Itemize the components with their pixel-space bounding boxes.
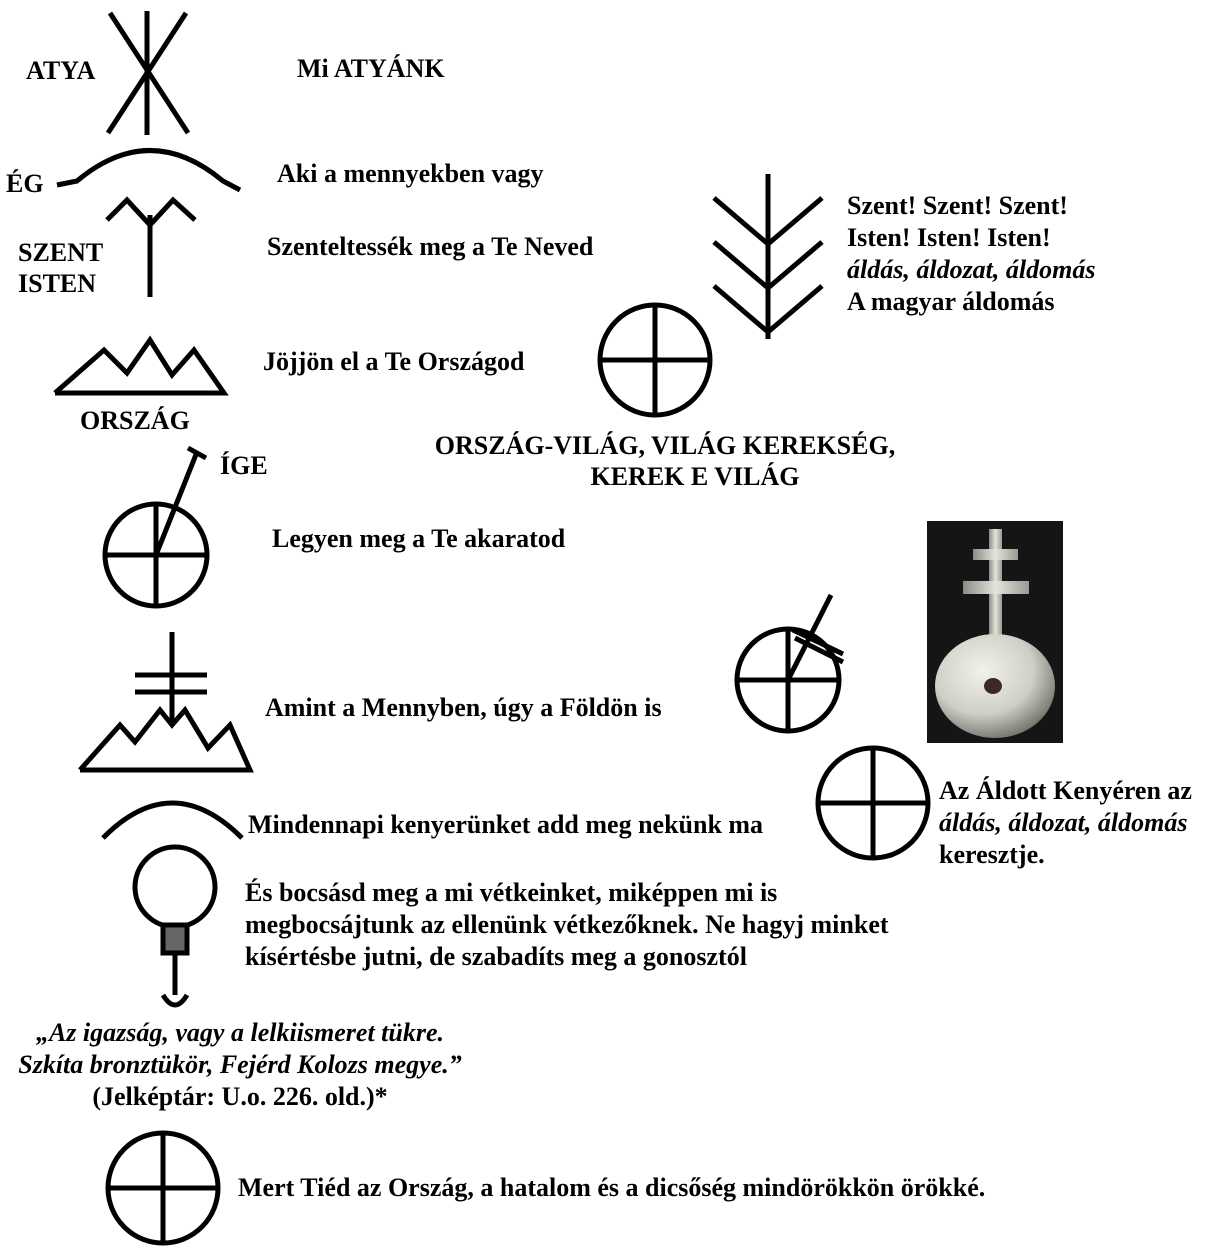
eg-arc-icon (55, 145, 245, 195)
prayer-line-8b: megbocsájtunk az ellenünk vétkezőknek. N… (245, 909, 889, 941)
prayer-line-4: Jöjjön el a Te Országod (263, 346, 524, 378)
atya-rune-icon (100, 8, 200, 138)
prayer-line-8c: kísértésbe jutni, de szabadíts meg a gon… (245, 941, 747, 973)
aldott-line-2: áldás, áldozat, áldomás (939, 807, 1187, 839)
bread-cross-icon (815, 745, 933, 863)
prayer-line-1: Mi ATYÁNK (297, 53, 445, 85)
mirror-caption-1: „Az igazság, vagy a lelkiismeret tükre. (0, 1017, 480, 1049)
mennyben-cross-mountain-icon (75, 630, 255, 775)
aldott-line-1: Az Áldott Kenyéren az (939, 775, 1192, 807)
mirror-icon (125, 845, 225, 1015)
label-atya: ATYA (26, 55, 95, 87)
aldott-line-3: keresztje. (939, 839, 1045, 871)
kenyer-arc-icon (100, 798, 250, 843)
prayer-line-5: Legyen meg a Te akaratod (272, 523, 565, 555)
szent-rune-icon (105, 195, 200, 300)
prayer-line-7: Mindennapi kenyerünket add meg nekünk ma (248, 809, 763, 841)
label-eg: ÉG (6, 168, 44, 200)
prayer-line-3: Szenteltessék meg a Te Neved (267, 231, 593, 263)
mirror-caption-2: Szkíta bronztükör, Fejérd Kolozs megye.” (0, 1049, 490, 1081)
prayer-line-6: Amint a Mennyben, úgy a Földön is (265, 692, 662, 724)
label-orszag: ORSZÁG (80, 405, 190, 437)
orszag-vilag-line-2: KEREK E VILÁG (400, 461, 990, 493)
triple-chevron-rune-icon (710, 172, 830, 342)
orszag-vilag-line-1: ORSZÁG-VILÁG, VILÁG KEREKSÉG, (400, 430, 930, 462)
orb-with-cross-icon (733, 590, 848, 730)
prayer-line-9: Mert Tiéd az Ország, a hatalom és a dics… (238, 1172, 985, 1204)
label-ige: ÍGE (220, 450, 268, 482)
label-szent: SZENT (18, 237, 103, 269)
szent-line-1: Szent! Szent! Szent! (847, 190, 1068, 222)
ige-circle-icon (100, 440, 220, 610)
orszag-vilag-circle-icon (597, 302, 715, 420)
szent-line-4: A magyar áldomás (847, 286, 1055, 318)
prayer-line-2: Aki a mennyekben vagy (277, 158, 544, 190)
orb-photo (927, 521, 1063, 743)
label-isten: ISTEN (18, 268, 96, 300)
world-circle-cross-icon (105, 1130, 225, 1248)
prayer-line-8a: És bocsásd meg a mi vétkeinket, miképpen… (245, 877, 777, 909)
mirror-caption-3: (Jelképtár: U.o. 226. old.)* (0, 1081, 480, 1113)
orszag-mountain-icon (52, 335, 227, 400)
szent-line-2: Isten! Isten! Isten! (847, 222, 1051, 254)
szent-line-3: áldás, áldozat, áldomás (847, 254, 1095, 286)
